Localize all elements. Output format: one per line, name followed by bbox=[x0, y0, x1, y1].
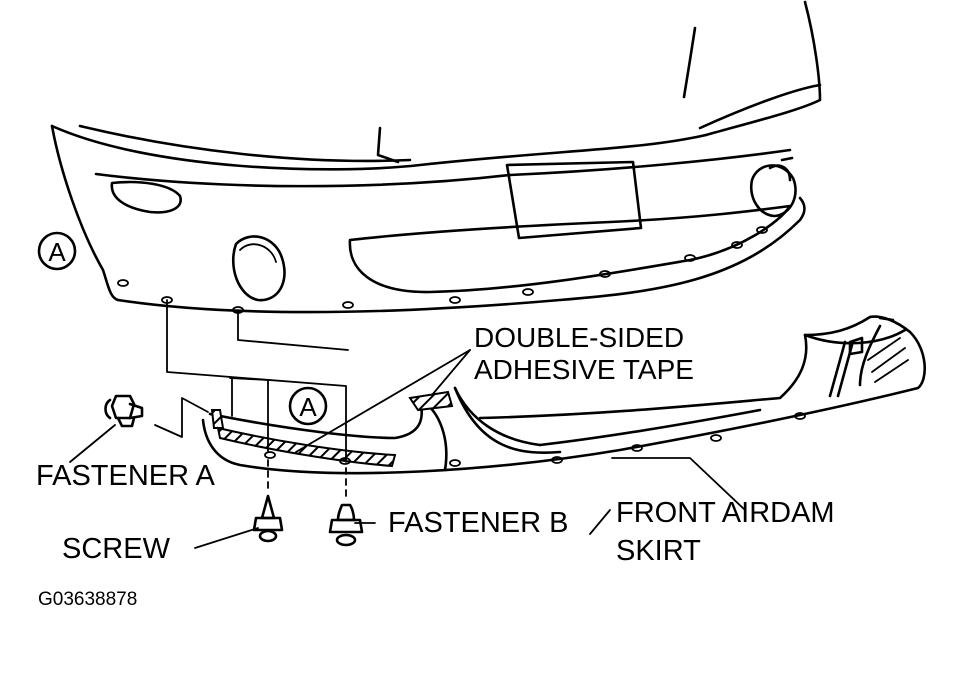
screw-label: SCREW bbox=[62, 533, 171, 565]
fastener-b-label: FASTENER B bbox=[388, 507, 569, 539]
fastener-b-icon bbox=[328, 503, 364, 547]
airdam-skirt-drawing bbox=[201, 315, 927, 475]
skirt-label-line2: SKIRT bbox=[616, 535, 701, 567]
figure-id: G03638878 bbox=[38, 589, 137, 610]
callout-a-upper-label: A bbox=[48, 237, 66, 267]
skirt-label-line1: FRONT AIRDAM bbox=[616, 497, 835, 529]
leader-lines bbox=[69, 299, 746, 549]
tape-label-line1: DOUBLE-SIDED bbox=[474, 322, 684, 353]
callout-a-upper: A bbox=[37, 231, 77, 271]
callout-a-lower-label: A bbox=[299, 392, 317, 422]
front-bumper bbox=[50, 0, 822, 314]
tape-label-line2: ADHESIVE TAPE bbox=[474, 354, 694, 385]
screw-icon bbox=[252, 494, 284, 543]
callout-a-lower: A bbox=[288, 386, 328, 426]
fastener-a-label: FASTENER A bbox=[36, 460, 216, 492]
fastener-a-icon bbox=[104, 394, 144, 428]
